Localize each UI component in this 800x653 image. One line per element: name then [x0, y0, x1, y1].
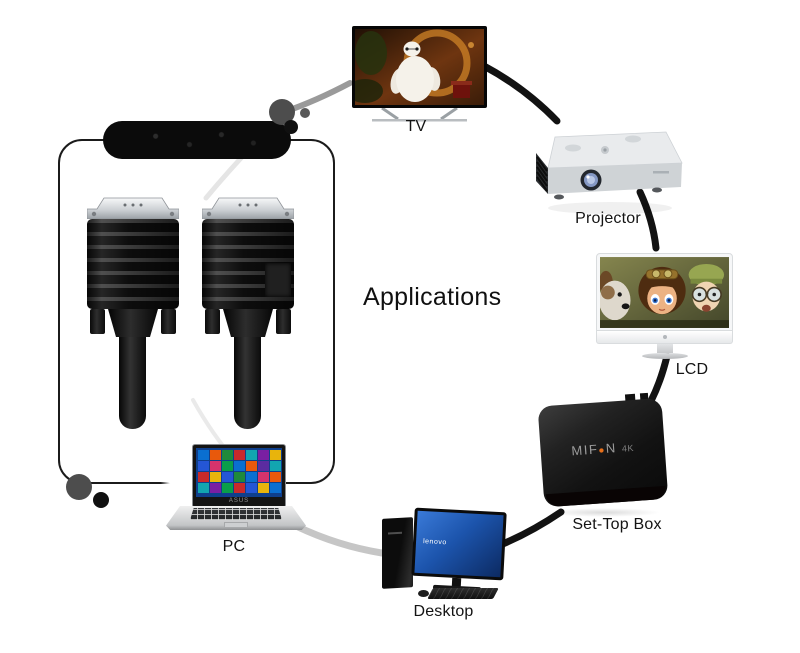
vga-boot	[108, 309, 158, 337]
pc-screen-tile	[222, 483, 233, 493]
pc-screen-tile	[210, 483, 221, 493]
pc-screen-tile	[258, 483, 269, 493]
pc-screen-tile	[198, 472, 209, 482]
pc-label: PC	[222, 538, 246, 555]
pc-screen-tile	[234, 472, 245, 482]
tv-label: TV	[405, 118, 427, 135]
pc-screen-tile	[210, 461, 221, 471]
page-title: Applications	[363, 283, 502, 311]
pc-screen-tile	[246, 483, 257, 493]
arc-lcd-stb	[647, 352, 671, 405]
desktop-mouse	[418, 590, 429, 597]
pc-keyboard	[190, 508, 282, 520]
stb-body: MIF●N 4K	[537, 397, 669, 508]
pc-screen-tile	[234, 461, 245, 471]
pc-screen-tile	[210, 472, 221, 482]
pc-screen-tile	[234, 483, 245, 493]
pc-screen-tile	[258, 472, 269, 482]
vga-thumbscrew-right	[161, 309, 176, 334]
decorative-dot-gray-bottom	[66, 474, 92, 500]
vga-connector-left	[87, 197, 179, 430]
pc-screen-tile	[210, 450, 221, 460]
cable-bundle	[103, 121, 291, 159]
vga-metal-plug	[87, 197, 179, 219]
pc-screen-tile	[270, 450, 281, 460]
tv-stand	[372, 106, 467, 122]
set-top-box-image: MIF●N 4K	[537, 392, 673, 516]
pc-touchpad	[224, 522, 248, 528]
tv-screen	[347, 29, 484, 105]
lcd-image	[596, 253, 733, 359]
vga-lower	[202, 309, 294, 337]
pc-screen-tile	[234, 450, 245, 460]
desktop-tower	[382, 517, 413, 589]
pc-screen-tile	[270, 472, 281, 482]
vga-ribbed-body	[202, 219, 294, 309]
pc-screen-tile	[222, 450, 233, 460]
vga-thumbscrew-left	[205, 309, 220, 334]
vga-thumbscrew-right	[276, 309, 291, 334]
vga-connector-right	[202, 197, 294, 430]
decorative-dot-black-top	[284, 120, 298, 134]
pc-base	[166, 506, 306, 530]
pc-screen-tile	[258, 450, 269, 460]
lcd-screen	[599, 257, 729, 328]
projector-image	[535, 124, 685, 216]
pc-image: ASUS	[166, 444, 306, 534]
stb-brand-text: MIF●N 4K	[570, 440, 635, 459]
desktop-image: lenovo	[376, 500, 508, 602]
pc-lid: ASUS	[192, 444, 286, 508]
pc-screen-tile	[270, 461, 281, 471]
pc-screen	[196, 448, 282, 497]
pc-screen-tile	[246, 450, 257, 460]
vga-thumbscrew-left	[90, 309, 105, 334]
pc-screen-tile	[198, 483, 209, 493]
pc-screen-tile	[222, 461, 233, 471]
desktop-label: Desktop	[413, 603, 474, 620]
vga-body-notch	[265, 263, 291, 297]
vga-cable	[234, 337, 261, 429]
desktop-screen-logo: lenovo	[422, 538, 447, 547]
decorative-dot-gray-small	[300, 108, 310, 118]
tv-bezel	[347, 26, 487, 108]
stb-shadow	[548, 508, 660, 517]
lcd-bezel	[596, 253, 733, 331]
arc-tv-projector	[480, 62, 561, 125]
pc-screen-tiles	[197, 449, 282, 494]
desktop-monitor: lenovo	[411, 507, 507, 581]
arc-desktop-pc	[292, 522, 386, 557]
desktop-keyboard	[427, 588, 499, 599]
pc-screen-tile	[222, 472, 233, 482]
lcd-label: LCD	[675, 361, 709, 378]
vga-cable	[119, 337, 146, 429]
lcd-chin	[596, 331, 733, 344]
tv-image	[347, 26, 487, 128]
arc-projector-lcd	[636, 188, 660, 252]
pc-screen-tile	[246, 472, 257, 482]
lcd-stand-neck	[656, 344, 673, 353]
desktop-screen: lenovo	[414, 510, 504, 578]
decorative-dot-black-bottom	[93, 492, 109, 508]
pc-screen-tile	[270, 483, 281, 493]
vga-boot	[223, 309, 273, 337]
pc-screen-tile	[198, 461, 209, 471]
pc-bezel-brand: ASUS	[228, 498, 250, 504]
pc-screen-tile	[258, 461, 269, 471]
pc-screen-tile	[246, 461, 257, 471]
pc-screen-tile	[198, 450, 209, 460]
vga-ribbed-body	[87, 219, 179, 309]
projector-label: Projector	[575, 210, 641, 227]
vga-metal-plug	[202, 197, 294, 219]
vga-lower	[87, 309, 179, 337]
lcd-stand-base	[641, 353, 688, 359]
set-top-box-label: Set-Top Box	[572, 516, 662, 533]
